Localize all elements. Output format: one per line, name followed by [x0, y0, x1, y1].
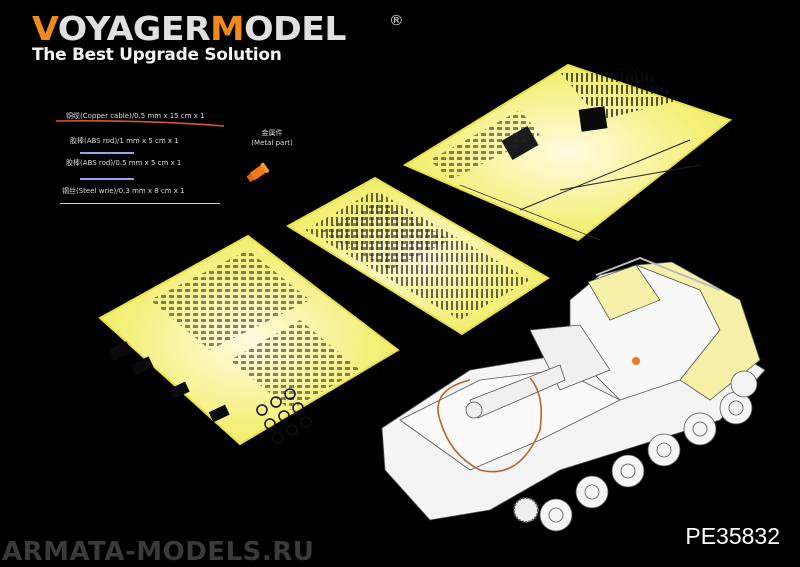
- registered-mark: ®: [388, 13, 404, 29]
- watermark-text: ARMATA-MODELS.RU: [2, 537, 315, 567]
- logo-accent-m: M: [210, 9, 245, 48]
- material-copper-cable-label: 铜缆(Copper cable)/0.5 mm x 15 cm x 1: [66, 112, 205, 120]
- material-steel-wire-label: 钢丝(Steel wrie)/0.3 mm x 8 cm x 1: [62, 187, 185, 195]
- metal-part-icon: [246, 162, 270, 182]
- vehicle-illustration: [381, 256, 766, 532]
- product-code: PE35832: [685, 523, 780, 549]
- brand-logo: VOYAGERMODEL ®: [32, 9, 404, 48]
- metal-part-label-cn: 金属件: [261, 129, 283, 137]
- logo-text-2: ODEL: [244, 9, 346, 48]
- logo-accent-v: V: [32, 9, 58, 48]
- metal-part-label-en: (Metal part): [251, 139, 293, 147]
- material-abs-rod-1mm-label: 胶棒(ABS rod)/1 mm x 5 cm x 1: [70, 137, 179, 145]
- abs-rod-1mm-line: [80, 152, 134, 154]
- pe-fret-middle: [286, 176, 550, 336]
- abs-rod-05mm-line: [80, 178, 134, 180]
- pe-fret-large: [98, 234, 400, 446]
- copper-cable-line: [55, 120, 225, 127]
- brand-tagline: The Best Upgrade Solution: [32, 45, 282, 65]
- steel-wire-line: [60, 203, 220, 204]
- logo-text-1: OYAGER: [57, 9, 211, 48]
- material-abs-rod-05mm-label: 胶棒(ABS rod)/0.5 mm x 5 cm x 1: [66, 159, 182, 167]
- pe-fret-upper: [402, 63, 733, 242]
